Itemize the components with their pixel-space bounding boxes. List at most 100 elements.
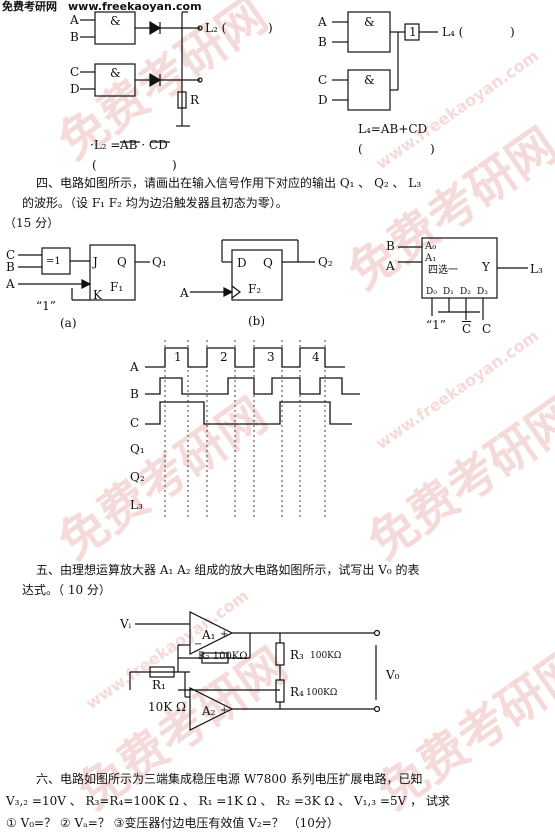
fig-b-output-q2: Q₂ (318, 255, 333, 269)
fig-a-pin-k: K (93, 288, 102, 302)
tr-gate-1-symbol: & (364, 15, 375, 29)
fig-b-wires (190, 239, 315, 301)
q5-r1-label: R₁ (152, 678, 166, 692)
pulse-label-3: 3 (267, 350, 275, 364)
fig-a-output-q1: Q₁ (152, 255, 167, 269)
fig-a-input-c: C (6, 248, 16, 262)
mux-addr-a0: A₀ (425, 241, 437, 252)
wave-row-a: A (130, 360, 139, 374)
fig-a-pin-j: J (93, 255, 98, 269)
mux-c-bar: C (462, 322, 472, 336)
q5-amp-a1: A₁ (202, 628, 216, 642)
q5-line-1: 五、由理想运算放大器 A₁ A₂ 组成的放大电路如图所示，试写出 V₀ 的表 (36, 563, 420, 577)
fig-a-pin-q: Q (117, 255, 127, 269)
mux-data-d0: D₀ (426, 287, 437, 297)
mux-wires (398, 237, 528, 320)
q5-input-vi: Vᵢ (120, 617, 132, 631)
fig-b-pin-f2: F₂ (248, 282, 262, 296)
fig-a-input-a: A (6, 277, 15, 291)
mux-input-b: B (386, 239, 395, 253)
fig-b-input-a: A (180, 286, 189, 300)
tr-input-c: C (318, 73, 328, 87)
mux-data-d2: D₂ (460, 287, 471, 297)
q5-output-vo: V₀ (386, 668, 400, 682)
tl-resistor-label: R (190, 93, 200, 107)
tl-output-close: ) (268, 21, 273, 35)
tr-answer-open: ( (358, 142, 363, 156)
q5-amp-a2: A₂ (202, 704, 216, 718)
q5-r4-value: 100KΩ (306, 688, 338, 698)
q4-score: （15 分） (4, 216, 60, 230)
fig-b-caption: (b) (248, 314, 266, 328)
fig-a-one-label: “1” (36, 299, 56, 313)
q4-line-1: 四、电路如图所示，请画出在输入信号作用下对应的输出 Q₁ 、 Q₂ 、 L₃ (36, 176, 422, 190)
tl-gate-2-symbol: & (110, 66, 121, 80)
top-left-circuit-wires (80, 11, 203, 127)
tl-output-label: L₂ ( (205, 21, 227, 35)
top-right-circuit-wires (332, 11, 438, 111)
header-site-url: www.freekaoyan.com (68, 0, 202, 13)
tl-input-b: B (70, 30, 79, 44)
pulse-label-2: 2 (220, 350, 228, 364)
mux-out-label: L₃ (530, 262, 543, 276)
mux-const-label: “1” (426, 318, 446, 332)
fig-b-pin-q: Q (263, 256, 273, 270)
waveform-signals (145, 347, 360, 425)
tr-output-label: L₄ ( (442, 25, 464, 39)
q6-line-2: V₃,₂ =10V 、 R₃=R₄=100K Ω 、 R₁ =1K Ω 、 R₂… (6, 794, 450, 808)
mux-name: 四选一 (428, 265, 458, 276)
q5-r4-label: R₄ (290, 685, 304, 699)
tl-input-a: A (70, 13, 79, 27)
tr-input-a: A (318, 15, 327, 29)
fig-a-caption: (a) (60, 316, 77, 330)
mux-out-pin: Y (482, 260, 490, 274)
fig-a-pin-f1: F₁ (110, 280, 124, 294)
q6-line-1: 六、电路如图所示为三端集成稳压电源 W7800 系列电压扩展电路，已知 (36, 772, 423, 786)
wave-row-q2: Q₂ (130, 470, 145, 484)
q5-amp1-plus: + (220, 629, 229, 640)
tr-formula: L₄=AB+CD (358, 122, 428, 136)
tr-buffer-symbol: 1 (409, 25, 417, 39)
q5-circuit-wires (129, 611, 381, 731)
q5-r3-label: R₃ (290, 648, 304, 662)
q6-line-3: ① V₀=？ ② Vₐ=？ ③变压器付边电压有效值 V₂=？ （10分） (6, 816, 339, 830)
q4-line-2: 的波形。（设 F₁ F₂ 均为边沿触发器且初态为零）。 (22, 196, 288, 210)
q5-r3-value: 100KΩ (310, 651, 342, 661)
tl-input-d: D (70, 82, 80, 96)
mux-c: C (482, 322, 492, 336)
tr-answer-close: ) (430, 142, 435, 156)
q5-amp2-plus: + (220, 705, 229, 716)
tl-answer-open: ( (92, 158, 97, 172)
waveform-gridlines (164, 340, 326, 520)
q5-r1-value: 10K Ω (148, 700, 186, 714)
fig-a-input-b: B (6, 260, 15, 274)
q5-r2-label: R₂ 100KΩ (198, 651, 248, 662)
q5-amp1-minus: − (194, 639, 203, 650)
wave-row-l3: L₃ (130, 498, 143, 512)
tl-formula-prefix: ·L₂ = (90, 138, 121, 152)
mux-addr-a1: A₁ (425, 253, 437, 264)
header-site-cn: 免费考研网 (2, 0, 57, 13)
tl-formula: AB · CD (120, 138, 168, 152)
wave-row-q1: Q₁ (130, 442, 145, 456)
q5-line-2: 达式。（ 10 分） (22, 583, 111, 597)
tl-gate-1-symbol: & (110, 14, 121, 28)
tl-answer-close: ) (172, 158, 177, 172)
pulse-label-4: 4 (312, 350, 320, 364)
tr-input-d: D (318, 93, 328, 107)
fig-a-wires (18, 244, 150, 301)
fig-a-xor-symbol: =1 (46, 256, 61, 267)
wave-row-b: B (130, 387, 139, 401)
mux-input-a: A (386, 259, 395, 273)
wave-row-c: C (130, 416, 140, 430)
tl-input-c: C (70, 65, 80, 79)
tr-gate-2-symbol: & (364, 73, 375, 87)
mux-data-d3: D₃ (477, 287, 488, 297)
fig-b-pin-d: D (237, 256, 247, 270)
mux-data-d1: D₁ (443, 287, 454, 297)
tr-output-close: ) (510, 25, 515, 39)
pulse-label-1: 1 (174, 350, 182, 364)
tr-input-b: B (318, 35, 327, 49)
